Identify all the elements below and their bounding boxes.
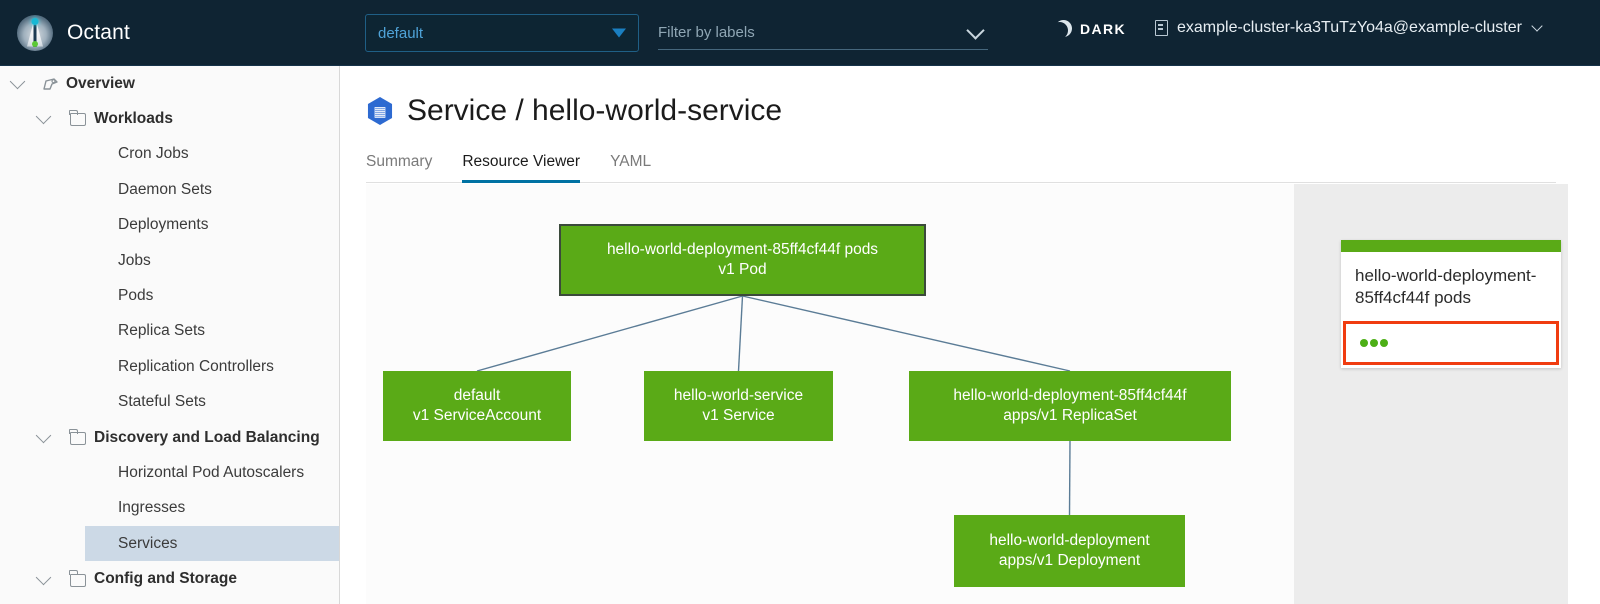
folder-icon <box>69 428 86 445</box>
sidebar-item-label: Ingresses <box>118 499 186 517</box>
sidebar-item-label: Workloads <box>94 109 173 127</box>
cluster-name: example-cluster-ka3TuTzYo4a@example-clus… <box>1177 19 1522 36</box>
graph-node-name: hello-world-service <box>673 386 804 404</box>
cluster-icon <box>1155 20 1168 36</box>
status-dot[interactable] <box>1380 338 1388 347</box>
sidebar-item-replica-sets[interactable]: ▣ Replica Sets <box>85 314 339 349</box>
graph-node-kind: v1 ServiceAccount <box>412 407 542 424</box>
graph-node-name: hello-world-deployment-85ff4cf44f pods <box>606 240 879 258</box>
status-dot[interactable] <box>1370 338 1378 347</box>
sidebar-item-deployments[interactable]: ◔ Deployments <box>85 208 339 243</box>
sidebar-item-horizontal-pod-autoscalers[interactable]: ◉ Horizontal Pod Autoscalers <box>85 455 339 490</box>
chevron-down-icon[interactable] <box>9 73 26 90</box>
graph-node-kind: apps/v1 Deployment <box>998 552 1141 569</box>
sidebar-item-pods[interactable]: □ Pods <box>85 278 339 313</box>
sidebar-item-workloads[interactable]: Workloads <box>0 101 339 136</box>
tab-summary[interactable]: Summary <box>366 153 433 170</box>
sidebar-item-label: Config and Storage <box>94 570 237 588</box>
daemon-sets-icon: ▣ <box>89 175 99 186</box>
sidebar-item-config-and-storage[interactable]: Config and Storage <box>0 562 339 597</box>
sidebar-item-services[interactable]: 阸 Services <box>85 526 339 562</box>
graph-node-pod[interactable]: hello-world-deployment-85ff4cf44f pods v1… <box>559 224 926 296</box>
sidebar-item-label: Pods <box>118 286 154 304</box>
service-icon: ▦ <box>367 97 393 125</box>
sidebar-item-jobs[interactable]: ░ Jobs <box>85 243 339 278</box>
namespace-value: default <box>378 24 424 42</box>
graph-node-kind: apps/v1 ReplicaSet <box>1003 407 1137 424</box>
resource-viewer: hello-world-deployment-85ff4cf44f pods v1… <box>366 184 1568 604</box>
sidebar-item-cron-jobs[interactable]: ◴ Cron Jobs <box>85 137 339 172</box>
chevron-down-icon[interactable] <box>35 569 52 585</box>
deployments-icon: ◔ <box>91 210 97 221</box>
sidebar-item-label: Replica Sets <box>118 322 206 340</box>
replication-controllers-icon: ◔ <box>91 352 97 363</box>
sidebar-item-label: Cron Jobs <box>118 145 189 163</box>
page-title-text: Service / hello-world-service <box>407 94 783 127</box>
sidebar-item-label: Daemon Sets <box>118 180 212 198</box>
brand-name: Octant <box>67 20 131 44</box>
label-filter-input[interactable]: Filter by labels <box>658 16 988 50</box>
detail-card[interactable]: hello-world-deployment-85ff4cf44f pods <box>1341 240 1561 368</box>
tab-yaml[interactable]: YAML <box>610 153 652 170</box>
sidebar-item-label: Replication Controllers <box>118 357 274 375</box>
detail-card-title: hello-world-deployment-85ff4cf44f pods <box>1355 266 1537 307</box>
tab-bar: Summary Resource Viewer YAML <box>366 149 1556 183</box>
sidebar-item-replication-controllers[interactable]: ◔ Replication Controllers <box>85 349 339 384</box>
main-content: ▦ Service / hello-world-service Summary R… <box>340 66 1600 604</box>
chevron-down-icon[interactable] <box>35 109 52 125</box>
replica-sets-icon: ▣ <box>89 316 99 327</box>
sidebar-item-label: Discovery and Load Balancing <box>94 428 320 446</box>
cluster-selector[interactable]: example-cluster-ka3TuTzYo4a@example-clus… <box>1155 19 1543 37</box>
pods-icon: □ <box>91 281 97 292</box>
theme-toggle-label: DARK <box>1080 20 1127 37</box>
sidebar-item-label: Deployments <box>118 216 209 234</box>
graph-node-kind: v1 Pod <box>718 261 767 278</box>
folder-icon <box>69 109 86 127</box>
sidebar-item-label: Overview <box>66 74 135 92</box>
moon-icon <box>1055 20 1072 37</box>
hpa-icon: ◉ <box>90 458 98 469</box>
detail-card-header-bar <box>1341 240 1561 252</box>
page-title: ▦ Service / hello-world-service <box>366 94 782 128</box>
graph-node-name: hello-world-deployment <box>989 531 1150 549</box>
sidebar-item-overview[interactable]: Overview <box>0 66 339 101</box>
sidebar-item-ingresses[interactable]: ✕ Ingresses <box>85 491 339 526</box>
jobs-icon: ░ <box>90 246 98 256</box>
chevron-down-icon <box>966 21 985 40</box>
graph-node-deployment[interactable]: hello-world-deployment apps/v1 Deployment <box>954 515 1185 587</box>
chevron-down-icon <box>612 28 626 38</box>
status-dot[interactable] <box>1360 338 1368 347</box>
theme-toggle[interactable]: DARK <box>1055 20 1126 37</box>
sidebar-item-daemon-sets[interactable]: ▣ Daemon Sets <box>85 172 339 207</box>
sidebar-item-label: Horizontal Pod Autoscalers <box>118 463 305 481</box>
brand[interactable]: Octant <box>0 14 345 51</box>
ingresses-icon: ✕ <box>90 493 98 504</box>
app-header: Octant default Filter by labels DARK exa… <box>0 0 1600 66</box>
detail-card-status-row[interactable] <box>1343 320 1559 365</box>
chevron-down-icon <box>1531 20 1543 32</box>
tab-resource-viewer[interactable]: Resource Viewer <box>462 153 581 183</box>
cron-jobs-icon: ◴ <box>90 139 98 150</box>
graph-node-sa[interactable]: default v1 ServiceAccount <box>383 371 571 441</box>
graph-node-replicaset[interactable]: hello-world-deployment-85ff4cf44f apps/v1… <box>909 371 1231 441</box>
graph-node-name: hello-world-deployment-85ff4cf44f <box>953 386 1187 404</box>
sidebar-item-stateful-sets[interactable]: ▤ Stateful Sets <box>85 385 339 420</box>
graph-node-kind: v1 Service <box>702 407 775 424</box>
overview-icon <box>42 77 59 91</box>
folder-icon <box>69 570 86 587</box>
label-filter-placeholder: Filter by labels <box>658 24 755 41</box>
stateful-sets-icon: ▤ <box>89 387 99 398</box>
graph-node-service[interactable]: hello-world-service v1 Service <box>644 371 833 441</box>
graph-node-name: default <box>453 386 501 404</box>
chevron-down-icon[interactable] <box>35 427 52 444</box>
sidebar-item-label: Jobs <box>118 251 151 269</box>
namespace-select[interactable]: default <box>365 14 639 52</box>
services-icon: 阸 <box>89 529 99 540</box>
sidebar-item-discovery-and-load-balancing[interactable]: Discovery and Load Balancing <box>0 420 339 455</box>
octant-logo-icon <box>17 14 53 51</box>
sidebar-item-label: Services <box>118 534 178 552</box>
sidebar-item-label: Stateful Sets <box>118 393 206 411</box>
